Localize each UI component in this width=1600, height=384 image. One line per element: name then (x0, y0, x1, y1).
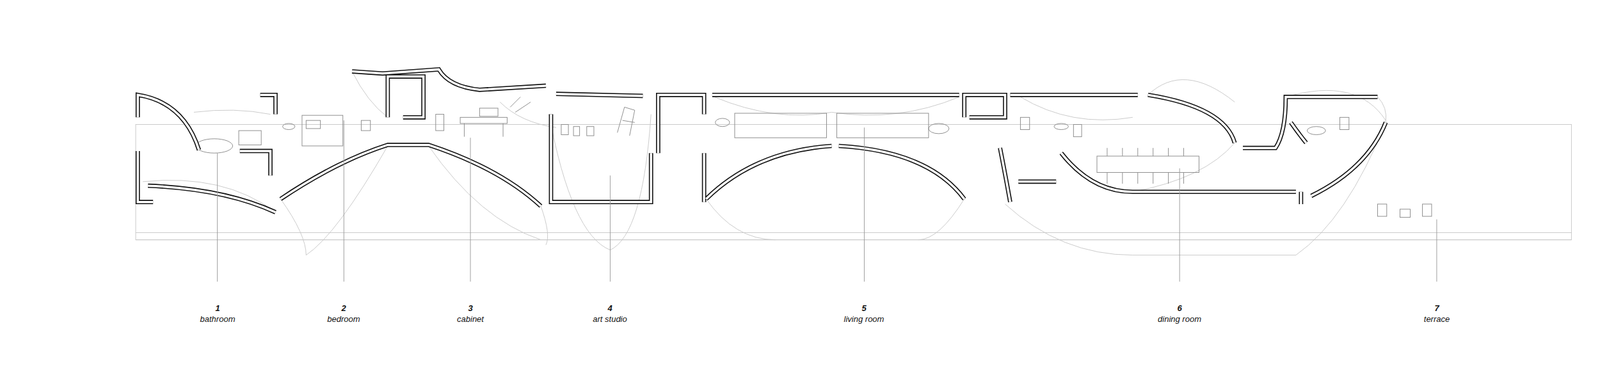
room-name: art studio (591, 314, 628, 324)
callout-number: 4 (606, 303, 614, 313)
room-name: bedroom (325, 314, 361, 324)
room-name: bathroom (199, 314, 237, 324)
room-name: living room (842, 314, 886, 324)
room-name: dining room (1156, 314, 1203, 324)
callout-number: 1 (213, 303, 221, 313)
callout-number: 3 (466, 303, 474, 313)
callout-number: 5 (860, 303, 868, 313)
callout-number: 7 (1432, 303, 1440, 313)
callout-number: 6 (1175, 303, 1183, 313)
room-name: terrace (1422, 314, 1451, 324)
room-name: cabinet (455, 314, 486, 324)
callout-number: 2 (339, 303, 347, 313)
